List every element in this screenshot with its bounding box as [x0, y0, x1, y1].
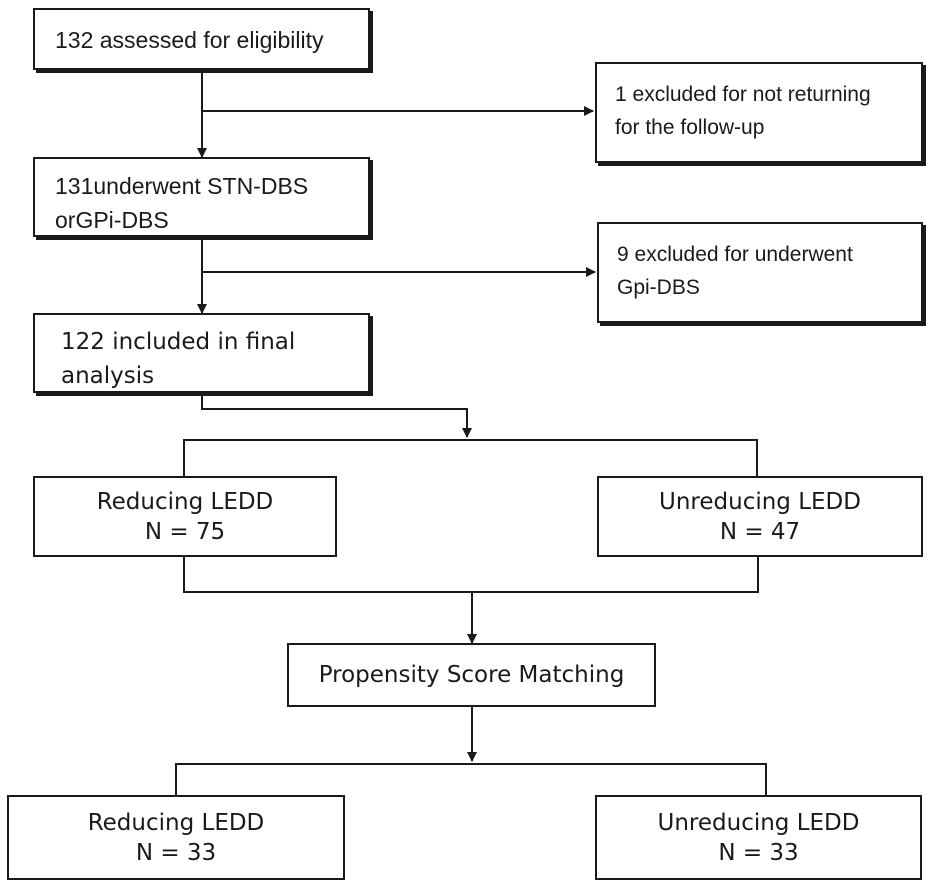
split-connector-bottom — [175, 763, 767, 795]
unreducing-ledd-matched-count: N = 33 — [718, 839, 799, 866]
excluded-gpi-box: 9 excluded for underwent Gpi-DBS — [597, 222, 923, 323]
reducing-ledd-matched-label: Reducing LEDD — [87, 809, 265, 836]
assessed-box: 132 assessed for eligibility — [33, 8, 370, 70]
propensity-score-matching-box: Propensity Score Matching — [287, 643, 656, 707]
underwent-box: 131underwent STN-DBS orGPi-DBS — [33, 157, 370, 237]
underwent-line-2: orGPi-DBS — [55, 207, 169, 233]
reducing-ledd-matched-box: Reducing LEDD N = 33 — [7, 795, 345, 880]
unreducing-ledd-matched-label: Unreducing LEDD — [657, 809, 860, 836]
propensity-score-matching-label: Propensity Score Matching — [318, 662, 625, 688]
included-line-1: 122 included in final — [61, 329, 296, 355]
excluded-gpi-line-1: 9 excluded for underwent — [617, 243, 853, 266]
excluded-gpi-line-2: Gpi-DBS — [617, 276, 700, 299]
reducing-ledd-matched-count: N = 33 — [135, 839, 217, 866]
merge-connector — [183, 557, 759, 593]
underwent-line-1: 131underwent STN-DBS — [55, 173, 309, 199]
reducing-ledd-box: Reducing LEDD N = 75 — [33, 476, 337, 557]
split-connector-top — [183, 439, 758, 476]
unreducing-ledd-count: N = 47 — [719, 518, 801, 545]
reducing-ledd-label: Reducing LEDD — [96, 488, 274, 515]
excluded-followup-box: 1 excluded for not returning for the fol… — [595, 62, 923, 163]
included-line-2: analysis — [61, 363, 155, 389]
unreducing-ledd-matched-box: Unreducing LEDD N = 33 — [595, 795, 922, 880]
included-box: 122 included in final analysis — [33, 313, 370, 393]
excluded-followup-line-1: 1 excluded for not returning — [615, 83, 871, 106]
arrow-included-to-split — [201, 393, 472, 438]
assessed-line-1: 132 assessed for eligibility — [55, 27, 324, 53]
unreducing-ledd-box: Unreducing LEDD N = 47 — [597, 476, 923, 557]
reducing-ledd-count: N = 75 — [144, 518, 226, 545]
unreducing-ledd-label: Unreducing LEDD — [659, 488, 861, 515]
excluded-followup-line-2: for the follow-up — [615, 116, 765, 139]
